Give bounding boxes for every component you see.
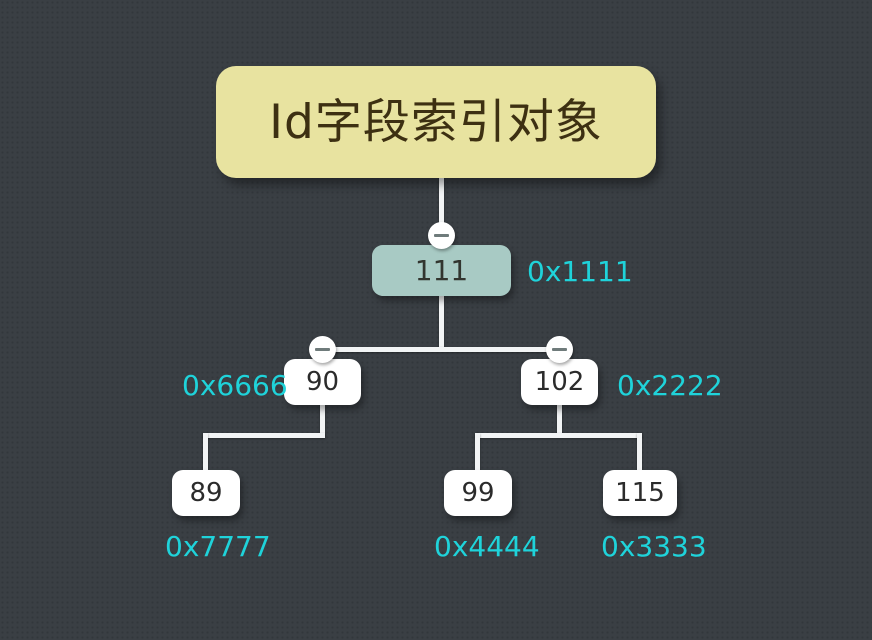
address-label-90: 0x6666 (182, 369, 288, 402)
node-90-label: 90 (305, 367, 340, 397)
node-111-label: 111 (414, 253, 469, 287)
collapse-toggle-111-minus-icon[interactable] (428, 222, 455, 249)
edge-level2-bar (322, 347, 560, 352)
node-115[interactable]: 115 (603, 470, 677, 516)
node-99[interactable]: 99 (444, 470, 512, 516)
edge-102-bar (475, 433, 642, 438)
node-102-label: 102 (534, 367, 585, 397)
address-label-111: 0x1111 (527, 255, 633, 288)
address-label-99: 0x4444 (434, 530, 540, 563)
node-90[interactable]: 90 (284, 359, 361, 405)
collapse-toggle-90-minus-icon[interactable] (309, 336, 336, 363)
node-99-label: 99 (461, 478, 495, 508)
node-115-label: 115 (615, 478, 665, 508)
edge-90-stem (320, 403, 325, 436)
edge-root-stem (439, 294, 444, 349)
address-label-89: 0x7777 (165, 530, 271, 563)
edge-90-bar (203, 433, 325, 438)
title-node-label: Id字段索引对象 (269, 94, 603, 150)
edge-102-to-115 (637, 433, 642, 475)
edge-102-to-99 (475, 433, 480, 475)
address-label-102: 0x2222 (617, 369, 723, 402)
node-102[interactable]: 102 (521, 359, 598, 405)
node-89-label: 89 (189, 478, 223, 508)
title-node[interactable]: Id字段索引对象 (216, 66, 656, 178)
node-89[interactable]: 89 (172, 470, 240, 516)
edge-title-to-root (439, 176, 444, 226)
collapse-toggle-102-minus-icon[interactable] (546, 336, 573, 363)
node-111[interactable]: 111 (372, 245, 511, 296)
edge-102-stem (557, 403, 562, 436)
address-label-115: 0x3333 (601, 530, 707, 563)
edge-90-to-89 (203, 433, 208, 475)
